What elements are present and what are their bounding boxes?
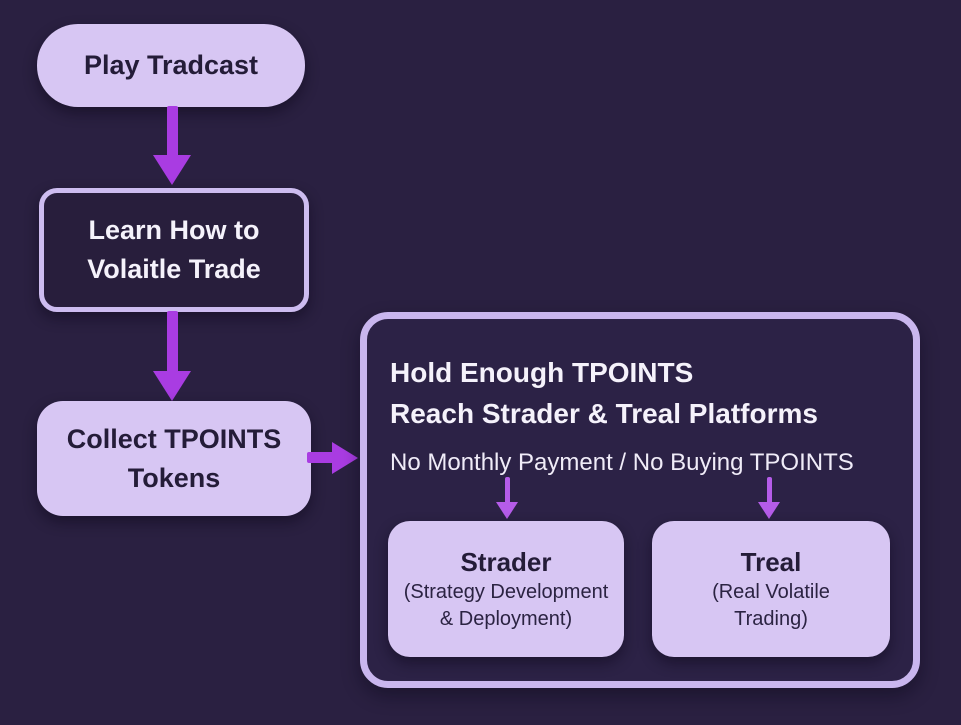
arrow-down-icon: [153, 155, 191, 185]
node-treal-desc-line1: (Real Volatile: [712, 580, 830, 603]
arrow-down-icon: [758, 502, 780, 519]
node-strader-title: Strader: [460, 546, 552, 577]
node-strader-desc-line1: (Strategy Development: [403, 580, 609, 603]
node-treal-title: Treal: [740, 546, 802, 577]
arrow-down-icon: [496, 502, 518, 519]
node-learn-to-trade: Learn How to Volaitle Trade: [39, 188, 309, 312]
node-play-tradcast: Play Tradcast: [37, 24, 305, 107]
arrow-down-icon: [767, 477, 772, 504]
node-play-tradcast-label: Play Tradcast: [83, 50, 259, 80]
node-learn-label-line2: Volaitle Trade: [87, 254, 261, 284]
arrow-right-icon: [307, 452, 334, 463]
node-collect-label-line1: Collect TPOINTS: [66, 423, 282, 454]
node-collect-label-line2: Tokens: [127, 462, 221, 493]
node-treal: Treal (Real Volatile Trading): [652, 521, 890, 657]
arrow-down-icon: [153, 371, 191, 401]
node-collect-tpoints: Collect TPOINTS Tokens: [37, 401, 311, 516]
node-learn-label-line1: Learn How to: [88, 215, 260, 245]
node-strader-desc-line2: & Deployment): [439, 607, 573, 630]
panel-note: No Monthly Payment / No Buying TPOINTS: [390, 449, 854, 476]
node-treal-desc-line2: Trading): [734, 607, 808, 630]
node-strader: Strader (Strategy Development & Deployme…: [388, 521, 624, 657]
arrow-down-icon: [505, 477, 510, 504]
panel-heading-2: Reach Strader & Treal Platforms: [390, 398, 818, 429]
arrow-right-icon: [332, 442, 358, 474]
arrow-down-icon: [167, 106, 178, 157]
panel-heading-1: Hold Enough TPOINTS: [390, 357, 694, 388]
arrow-down-icon: [167, 311, 178, 373]
